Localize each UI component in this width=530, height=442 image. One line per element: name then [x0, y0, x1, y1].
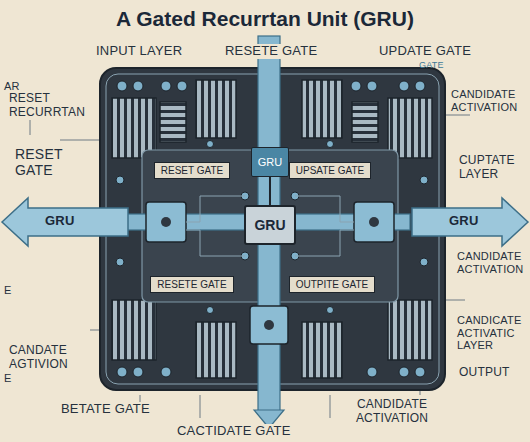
- label: CANDIDATE ACTIVATION: [450, 88, 530, 113]
- trace: [186, 196, 354, 256]
- node-text: GRU: [258, 156, 282, 168]
- label: GRU: [448, 214, 480, 229]
- node-text: UPSATE GATE: [296, 165, 365, 176]
- gate-label: UPSATE GATE: [289, 162, 372, 179]
- node-text: OUTPITE GATE: [296, 279, 369, 290]
- label: AR: [3, 80, 21, 93]
- connector: [269, 177, 271, 205]
- label: RESETE GATE: [224, 44, 318, 59]
- label: RESET GATE: [14, 146, 76, 178]
- label: CACTIDATE GATE: [176, 424, 292, 439]
- left-arrow: [2, 198, 128, 246]
- label: CANDICATE ACTIVATIC LAYER: [456, 314, 530, 352]
- right-arrow: [412, 198, 528, 246]
- label: CANDATE AGTIVION: [8, 344, 90, 372]
- label: BETATE GATE: [60, 402, 151, 417]
- label: INPUT LAYER: [95, 44, 183, 59]
- title: A Gated Recurrtan Unit (GRU): [0, 7, 530, 31]
- gru-core: GRU: [244, 205, 295, 245]
- label: E: [3, 372, 13, 385]
- gru-block: GRU: [251, 147, 289, 177]
- gate-label: RESETE GATE: [150, 276, 233, 293]
- gate-label: OUTPITE GATE: [289, 276, 376, 293]
- gate-label: RESET GATE: [154, 162, 230, 179]
- label: GRU: [44, 214, 76, 229]
- label: CUPTATE LAYER: [458, 154, 530, 182]
- label: E: [3, 284, 13, 297]
- node-text: RESET GATE: [161, 165, 223, 176]
- label: CANDIDATE ACTIVATION: [340, 398, 444, 426]
- label: GATE: [418, 60, 445, 70]
- node-text: RESETE GATE: [157, 279, 226, 290]
- port-chip: [146, 202, 394, 344]
- node-text: GRU: [254, 217, 285, 233]
- label: CANDIDATE ACTIVATION: [456, 250, 530, 275]
- connector-dot: [116, 81, 428, 377]
- label: RESET RECURRTAN: [8, 92, 88, 120]
- label: OUTPUT: [458, 366, 511, 380]
- label: UPDATE GATE: [378, 44, 472, 59]
